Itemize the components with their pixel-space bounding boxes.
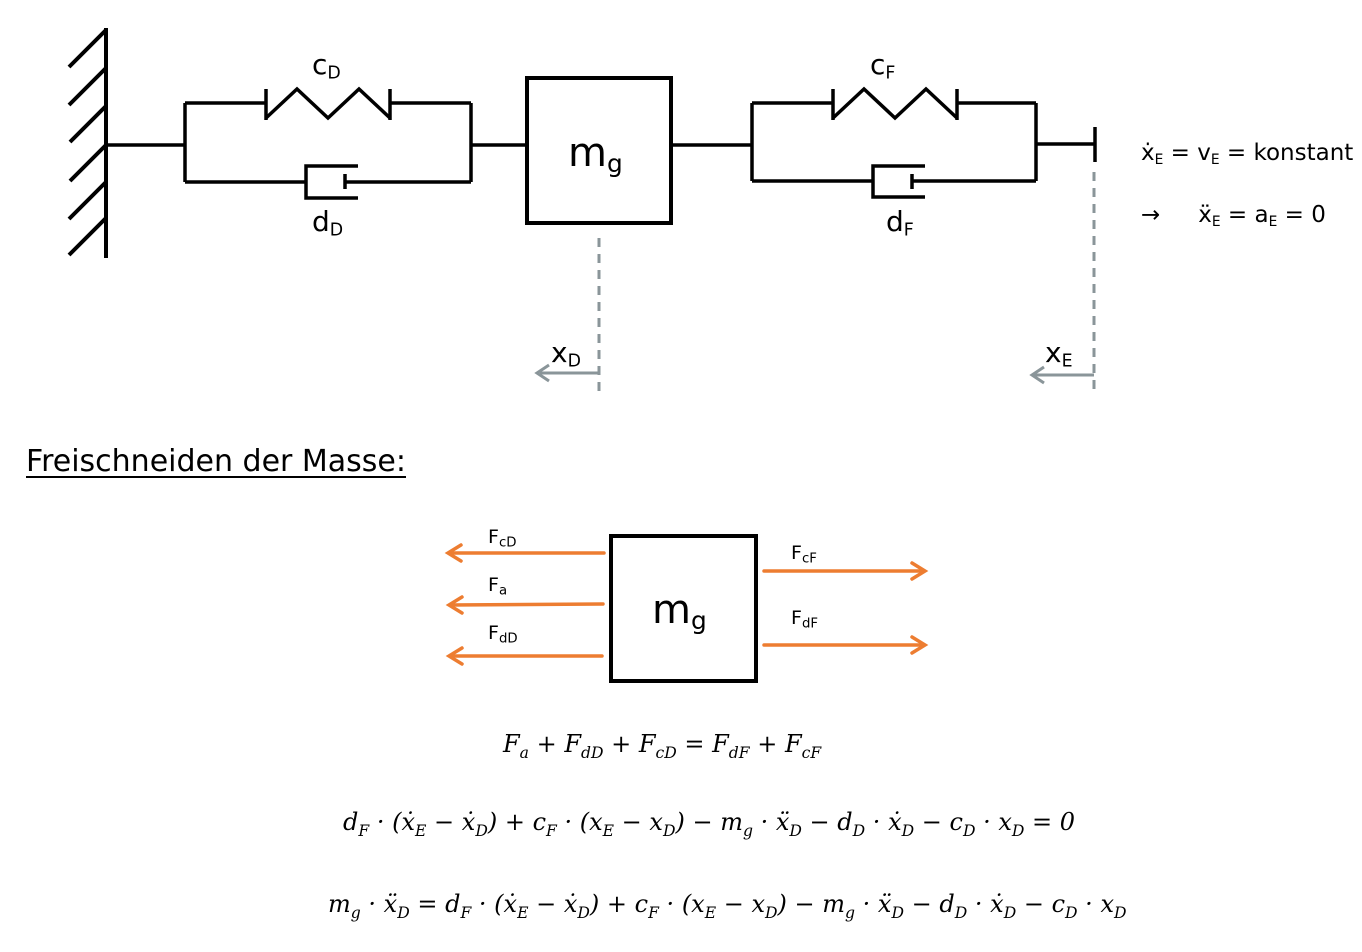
implies-arrow-icon: → [1141, 202, 1161, 228]
force-arrow-fdf [762, 635, 929, 655]
force-label-fdd: FdD [488, 622, 518, 647]
damper-df [871, 164, 925, 199]
note-acceleration-zero: →ẍE = aE = 0 [1141, 202, 1326, 231]
left-spring-damper [106, 86, 527, 200]
label-coordinate-xd: xD [551, 336, 581, 372]
equation-force-balance: Fa + FdD + FcD = FdF + FcF [503, 730, 822, 762]
force-label-fdf: FdF [791, 607, 819, 632]
force-arrow-fcd [444, 543, 606, 563]
section-heading: Freischneiden der Masse: [26, 444, 406, 479]
coordinate-xe [1029, 172, 1096, 392]
force-arrow-fcf [762, 561, 929, 581]
label-spring-cd: cD [312, 48, 341, 84]
label-coordinate-xe: xE [1045, 336, 1073, 372]
equation-motion: dF · (ẋE − ẋD) + cF · (xE − xD) − mg · ẍ… [343, 808, 1076, 840]
coordinate-xd [534, 238, 601, 392]
fbd-label-mass: mg [652, 587, 707, 636]
spring-cf [831, 86, 959, 121]
damper-cd [304, 164, 358, 200]
force-arrow-fdd [445, 646, 604, 666]
label-damper-dd: dD [312, 205, 344, 241]
right-spring-damper [671, 86, 1097, 199]
equation-solved: mg · ẍD = dF · (ẋE − ẋD) + cF · (xE − xD… [328, 890, 1127, 922]
force-label-fcf: FcF [791, 542, 817, 567]
force-arrow-fa [445, 595, 605, 615]
label-damper-df: dF [886, 205, 914, 241]
force-label-fa: Fa [488, 574, 508, 599]
note-velocity-constant: ẋE = vE = konstant [1141, 140, 1354, 169]
fixed-wall [67, 28, 108, 258]
mass-block [525, 76, 673, 225]
force-label-fcd: FcD [488, 526, 517, 551]
fbd-mass-block [609, 534, 758, 683]
label-mass: mg [568, 130, 623, 179]
force-arrows [444, 543, 929, 666]
label-spring-cf: cF [870, 48, 896, 84]
